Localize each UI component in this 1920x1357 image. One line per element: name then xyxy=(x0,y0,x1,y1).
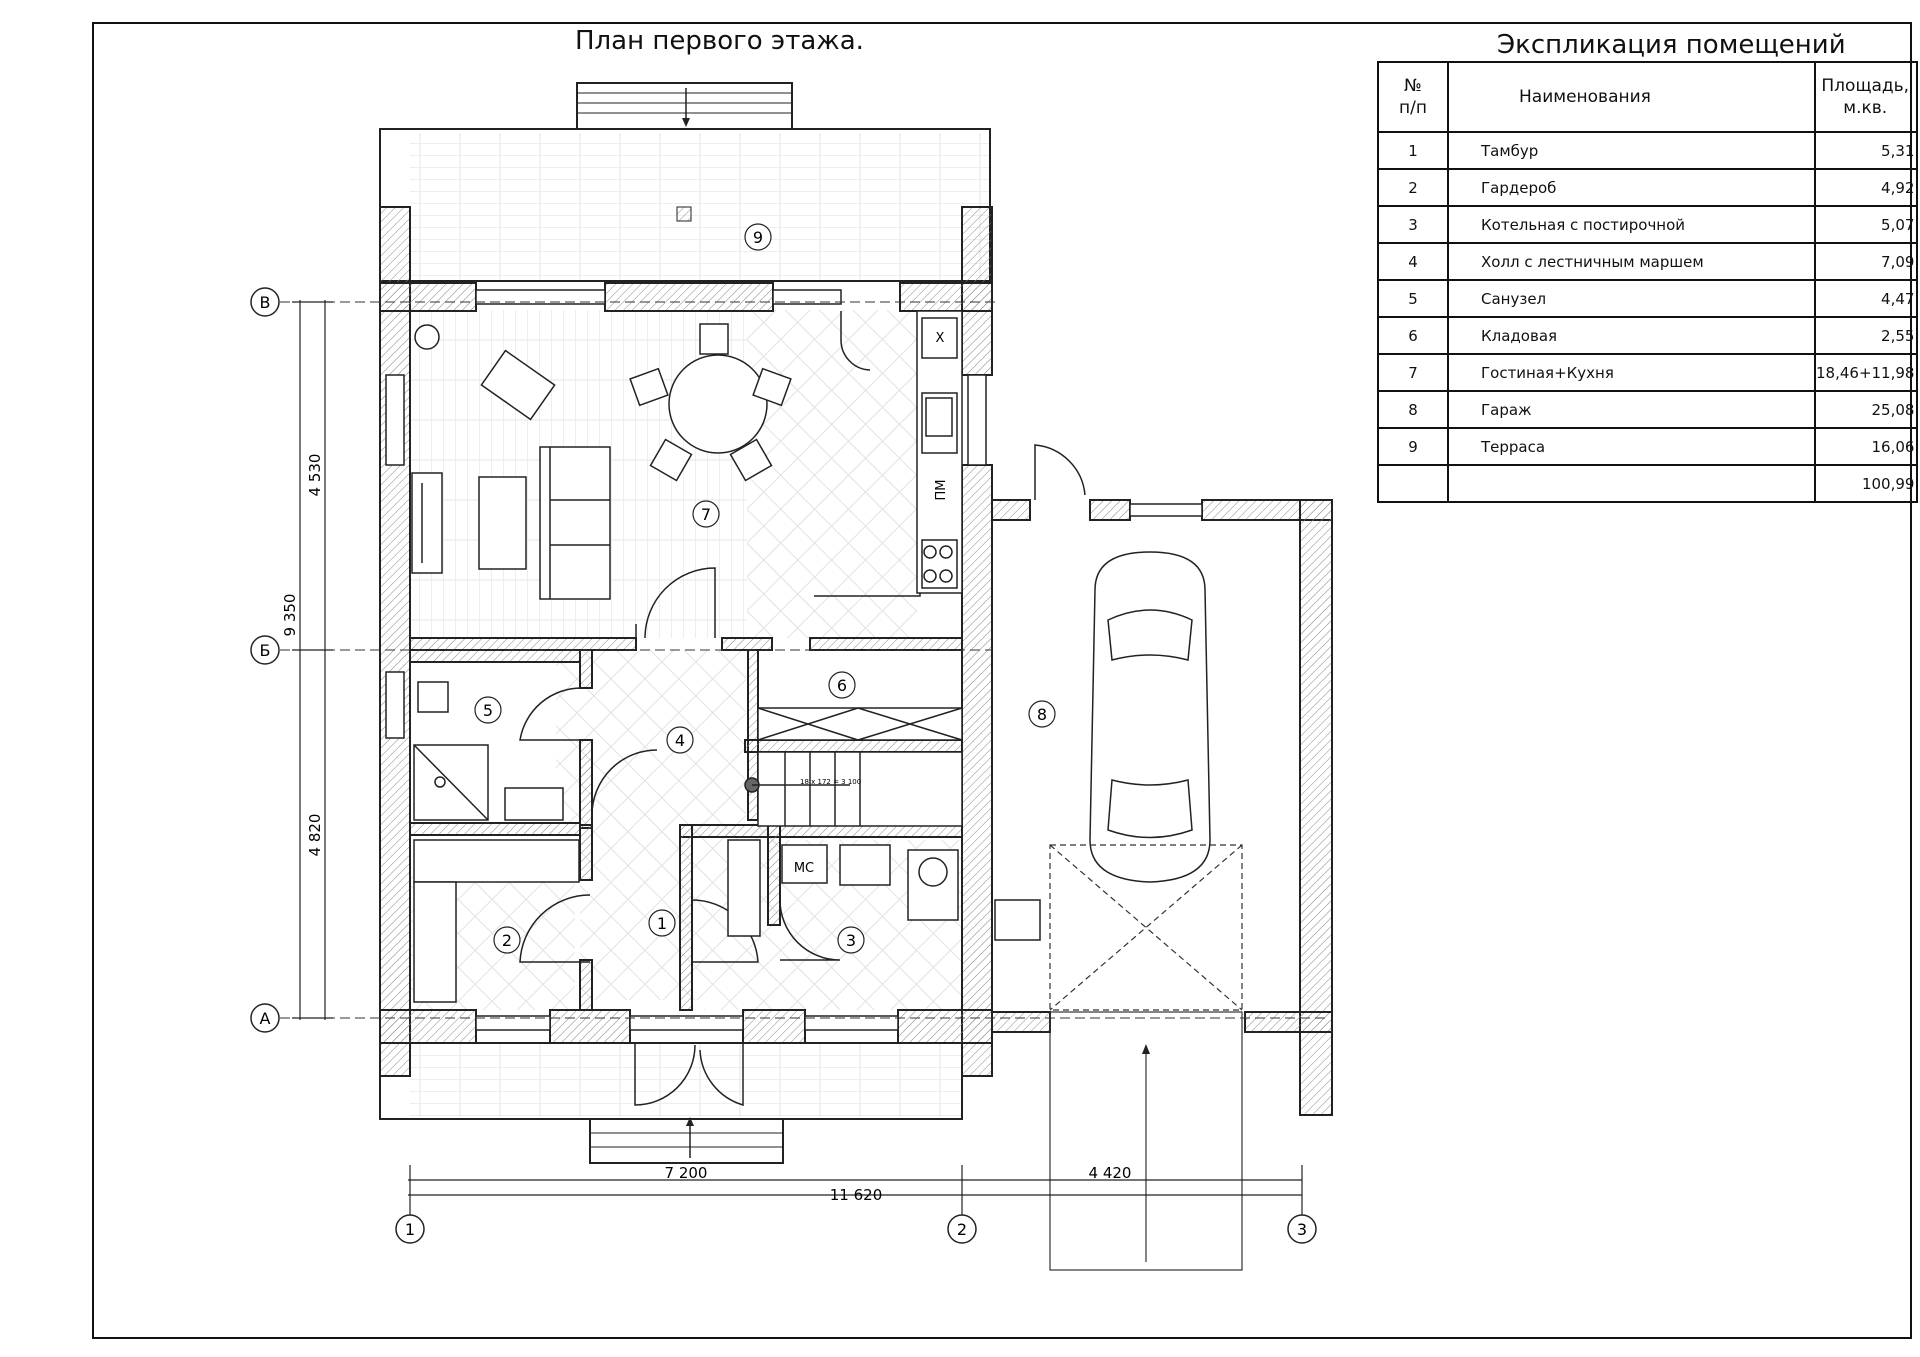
row-name: Гардероб xyxy=(1447,168,1816,207)
axis-col-3: 3 xyxy=(1297,1220,1307,1239)
windows xyxy=(385,289,1203,1031)
row-area: 7,09 xyxy=(1813,242,1919,281)
row-number: 5 xyxy=(1377,279,1449,318)
living-room-furniture xyxy=(411,323,792,600)
axis-row-a: А xyxy=(260,1009,271,1028)
dimension-lines xyxy=(292,300,1303,1215)
row-area: 18,46+11,98 xyxy=(1813,353,1919,392)
row-name: Холл с лестничным маршем xyxy=(1447,242,1816,281)
explication-total-row: 100,99 xyxy=(1377,464,1919,503)
garage-opening xyxy=(1049,844,1243,1271)
room-marker-2: 2 xyxy=(502,931,512,950)
row-area: 16,06 xyxy=(1813,427,1919,466)
wardrobe-and-boiler-fixtures xyxy=(413,839,1041,1003)
row-area: 5,31 xyxy=(1813,131,1919,170)
row-area: 4,92 xyxy=(1813,168,1919,207)
header-area: Площадь, м.кв. xyxy=(1813,61,1919,133)
explication-title: Экспликация помещений xyxy=(1497,30,1846,60)
interior-walls xyxy=(409,637,963,1011)
terrace-lower xyxy=(379,1042,963,1164)
axis-row-v: В xyxy=(260,293,271,312)
axis-col-2: 2 xyxy=(957,1220,967,1239)
room-marker-9: 9 xyxy=(753,228,763,247)
row-area: 4,47 xyxy=(1813,279,1919,318)
terrace-upper xyxy=(379,82,991,282)
washer-label: МС xyxy=(794,861,814,876)
bathroom-fixtures xyxy=(413,681,564,821)
room-marker-circles xyxy=(474,223,1056,954)
row-name: Тамбур xyxy=(1447,131,1816,170)
row-number: 7 xyxy=(1377,353,1449,392)
dim-horizontal-right: 4 420 xyxy=(1089,1164,1132,1182)
header-name: Наименования xyxy=(1447,61,1816,133)
kitchen-x-label: Х xyxy=(936,331,945,346)
row-number: 8 xyxy=(1377,390,1449,429)
room-marker-8: 8 xyxy=(1037,705,1047,724)
plan-title: План первого этажа. xyxy=(575,26,864,56)
drawing-frame xyxy=(92,22,1912,1339)
dishwasher-label: ПМ xyxy=(934,480,949,501)
axis-row-b: Б xyxy=(260,641,271,660)
storage-and-stairs xyxy=(744,707,963,827)
row-name: Санузел xyxy=(1447,279,1816,318)
row-number: 2 xyxy=(1377,168,1449,207)
row-name: Терраса xyxy=(1447,427,1816,466)
row-name: Котельная с постирочной xyxy=(1447,205,1816,244)
room-marker-4: 4 xyxy=(675,731,685,750)
row-number: 4 xyxy=(1377,242,1449,281)
dim-horizontal-total: 11 620 xyxy=(830,1186,883,1204)
axis-bubbles xyxy=(250,287,1317,1244)
header-number: № п/п xyxy=(1377,61,1449,133)
doors xyxy=(519,311,1086,1107)
row-number: 9 xyxy=(1377,427,1449,466)
row-area: 25,08 xyxy=(1813,390,1919,429)
row-name xyxy=(1447,464,1816,503)
room-marker-1: 1 xyxy=(657,914,667,933)
dim-vertical-lower: 4 820 xyxy=(306,814,324,857)
kitchen-counter xyxy=(814,310,963,597)
garage-car xyxy=(1089,551,1211,883)
room-marker-3: 3 xyxy=(846,931,856,950)
dim-vertical-total: 9 350 xyxy=(281,594,299,637)
row-number xyxy=(1377,464,1449,503)
row-number: 3 xyxy=(1377,205,1449,244)
room-marker-7: 7 xyxy=(701,505,711,524)
explication-header-row: № п/п Наименования Площадь, м.кв. xyxy=(1377,61,1919,133)
axis-lines xyxy=(280,301,1330,1019)
room-marker-6: 6 xyxy=(837,676,847,695)
stair-note: 18 x 172 = 3 100 xyxy=(800,778,861,786)
dim-horizontal-left: 7 200 xyxy=(665,1164,708,1182)
axis-col-1: 1 xyxy=(405,1220,415,1239)
row-number: 6 xyxy=(1377,316,1449,355)
row-area: 100,99 xyxy=(1813,464,1919,503)
row-area: 2,55 xyxy=(1813,316,1919,355)
dim-vertical-upper: 4 530 xyxy=(306,454,324,497)
row-name: Кладовая xyxy=(1447,316,1816,355)
row-number: 1 xyxy=(1377,131,1449,170)
room-marker-5: 5 xyxy=(483,701,493,720)
row-area: 5,07 xyxy=(1813,205,1919,244)
row-name: Гараж xyxy=(1447,390,1816,429)
row-name: Гостиная+Кухня xyxy=(1447,353,1816,392)
